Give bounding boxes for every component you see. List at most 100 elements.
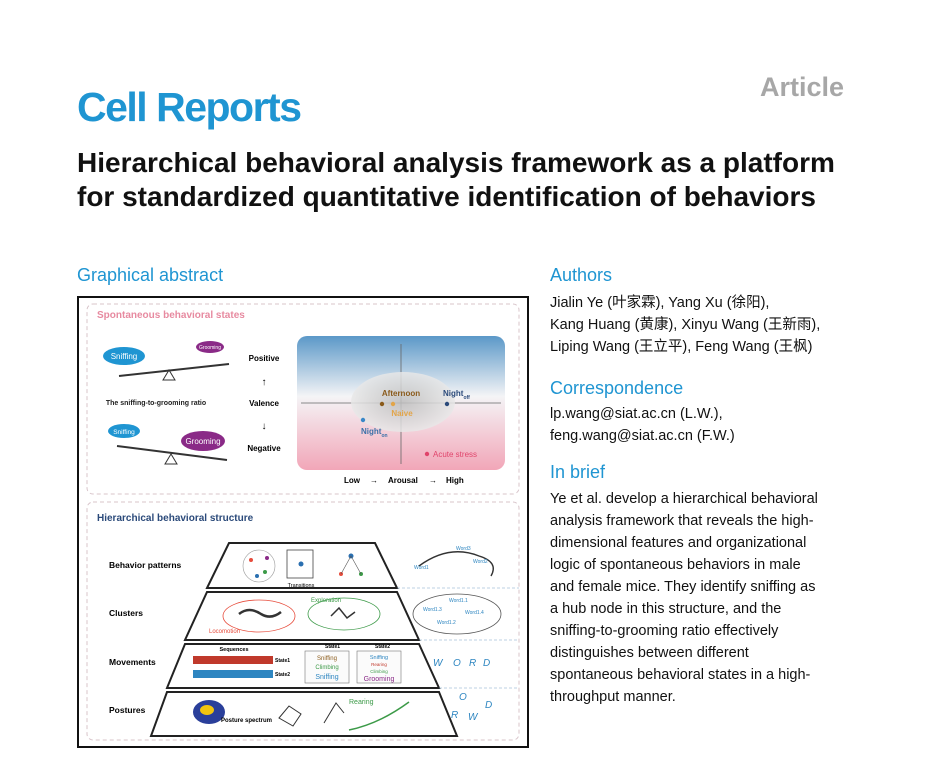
level-clusters: Clusters	[109, 608, 143, 618]
structure-panel-frame	[86, 501, 520, 741]
transitions-label: Transitions	[288, 583, 315, 589]
svg-text:Naive: Naive	[391, 409, 413, 418]
svg-text:R: R	[469, 658, 476, 669]
in-brief-line: dimensional features and organizational	[550, 535, 807, 551]
sequence-bar-1	[193, 656, 273, 664]
night-on-point	[360, 417, 366, 423]
svg-text:W: W	[433, 658, 444, 669]
svg-text:O: O	[459, 692, 467, 703]
svg-text:Sequences: Sequences	[219, 647, 248, 653]
states-panel-frame	[86, 303, 520, 495]
valence-label: Valence	[249, 399, 279, 408]
svg-text:Nighton: Nighton	[361, 427, 388, 439]
svg-text:↓: ↓	[262, 421, 267, 432]
svg-text:Grooming: Grooming	[199, 345, 221, 351]
svg-text:Word1.2: Word1.2	[437, 620, 456, 626]
svg-text:Grooming: Grooming	[364, 676, 395, 683]
structure-panel-title: Hierarchical behavioral structure	[97, 513, 254, 524]
svg-text:Word1.3: Word1.3	[423, 607, 442, 613]
correspondence-heading: Correspondence	[550, 378, 684, 398]
svg-text:Sniffing: Sniffing	[317, 656, 337, 662]
in-brief-line: distinguishes between different	[550, 645, 749, 661]
svg-text:State2: State2	[375, 644, 390, 650]
arousal-high: High	[446, 476, 464, 485]
afternoon-point	[379, 401, 385, 407]
in-brief-line: Ye et al. develop a hierarchical behavio…	[550, 491, 818, 507]
sequence-bar-2	[193, 670, 273, 678]
svg-text:State1: State1	[275, 658, 290, 664]
svg-text:Posture spectrum: Posture spectrum	[221, 718, 272, 724]
in-brief-line: and female mice. They identify sniffing …	[550, 579, 816, 595]
svg-text:R: R	[451, 710, 458, 721]
authors-line: Jialin Ye (叶家霖), Yang Xu (徐阳),	[550, 295, 770, 311]
svg-text:Afternoon: Afternoon	[382, 389, 420, 398]
sniffing-ellipse-bottom	[108, 424, 140, 438]
svg-text:Grooming: Grooming	[185, 437, 220, 446]
svg-text:Climbing: Climbing	[370, 669, 388, 674]
svg-text:Word1.1: Word1.1	[449, 598, 468, 604]
authors-line: Liping Wang (王立平), Feng Wang (王枫)	[550, 339, 813, 355]
valence-positive: Positive	[249, 354, 280, 363]
email-link[interactable]: feng.wang@siat.ac.cn (F.W.)	[550, 428, 735, 444]
authors-heading: Authors	[550, 265, 613, 285]
svg-text:Word1: Word1	[414, 565, 429, 571]
in-brief-line: a hub node in this structure, and the	[550, 601, 782, 617]
grooming-ellipse-top	[196, 341, 224, 353]
svg-text:Nightoff: Nightoff	[443, 389, 470, 401]
naive-point	[390, 401, 396, 407]
grooming-ellipse-bottom	[181, 431, 225, 451]
states-panel-title: Spontaneous behavioral states	[97, 310, 245, 321]
graphical-abstract-svg: Spontaneous behavioral states Sniffing G…	[86, 303, 520, 741]
seesaw-top: Sniffing Grooming	[103, 341, 230, 381]
arousal-label: Arousal	[388, 476, 418, 485]
svg-text:Sniffing: Sniffing	[111, 352, 138, 361]
svg-text:State1: State1	[325, 644, 340, 650]
in-brief-line: throughput manner.	[550, 689, 676, 705]
seesaw-bottom: Sniffing Grooming	[108, 424, 228, 465]
level-behavior-patterns: Behavior patterns	[109, 560, 182, 570]
valence-negative: Negative	[247, 444, 281, 453]
svg-text:Sniffing: Sniffing	[113, 429, 135, 436]
exploration-label: Exploration	[311, 598, 341, 604]
svg-text:→: →	[370, 476, 378, 485]
level-movements: Movements	[109, 657, 156, 667]
svg-text:Word3: Word3	[456, 546, 471, 552]
acute-stress-point	[424, 451, 430, 457]
in-brief-line: logic of spontaneous behaviors in male	[550, 557, 801, 573]
svg-text:D: D	[483, 658, 490, 669]
in-brief-line: sniffing-to-grooming ratio effectively	[550, 623, 779, 639]
rearing-label: Rearing	[349, 699, 374, 706]
article-type: Article	[759, 72, 844, 102]
arousal-low: Low	[344, 476, 361, 485]
journal-name: Cell Reports	[77, 84, 302, 130]
svg-text:Climbing: Climbing	[315, 665, 338, 671]
authors-line: Kang Huang (黄康), Xinyu Wang (王新雨),	[550, 317, 821, 333]
svg-text:O: O	[453, 658, 461, 669]
in-brief-line: analysis framework that reveals the high…	[550, 513, 814, 529]
night-off-point	[444, 401, 450, 407]
paper-title: Hierarchical behavioral analysis framewo…	[77, 147, 835, 212]
svg-text:Acute stress: Acute stress	[433, 450, 477, 459]
svg-text:D: D	[485, 700, 492, 711]
correspondence-list: lp.wang@siat.ac.cn (L.W.), feng.wang@sia…	[550, 403, 735, 447]
graphical-abstract-figure: Spontaneous behavioral states Sniffing G…	[77, 296, 529, 748]
in-brief-line: spontaneous behavioral states in a high-	[550, 667, 811, 683]
in-brief-heading: In brief	[550, 462, 606, 482]
locomotion-label: Locomotion	[209, 629, 240, 635]
svg-text:Sniffing: Sniffing	[370, 655, 388, 661]
in-brief-text: Ye et al. develop a hierarchical behavio…	[550, 488, 818, 708]
svg-text:Sniffing: Sniffing	[315, 674, 338, 681]
graphical-abstract-heading: Graphical abstract	[77, 265, 224, 285]
sniffing-ellipse-top	[103, 347, 145, 365]
level-postures: Postures	[109, 705, 146, 715]
email-link[interactable]: lp.wang@siat.ac.cn (L.W.),	[550, 406, 723, 422]
svg-text:State2: State2	[275, 672, 290, 678]
authors-list: Jialin Ye (叶家霖), Yang Xu (徐阳), Kang Huan…	[550, 292, 820, 358]
ratio-label: The sniffing-to-grooming ratio	[106, 400, 206, 407]
svg-text:Word1.4: Word1.4	[465, 610, 484, 616]
svg-text:Rearing: Rearing	[371, 662, 387, 667]
svg-text:W: W	[468, 712, 479, 723]
svg-text:↑: ↑	[262, 377, 267, 388]
svg-text:→: →	[429, 476, 437, 485]
svg-text:Word2: Word2	[473, 559, 488, 565]
